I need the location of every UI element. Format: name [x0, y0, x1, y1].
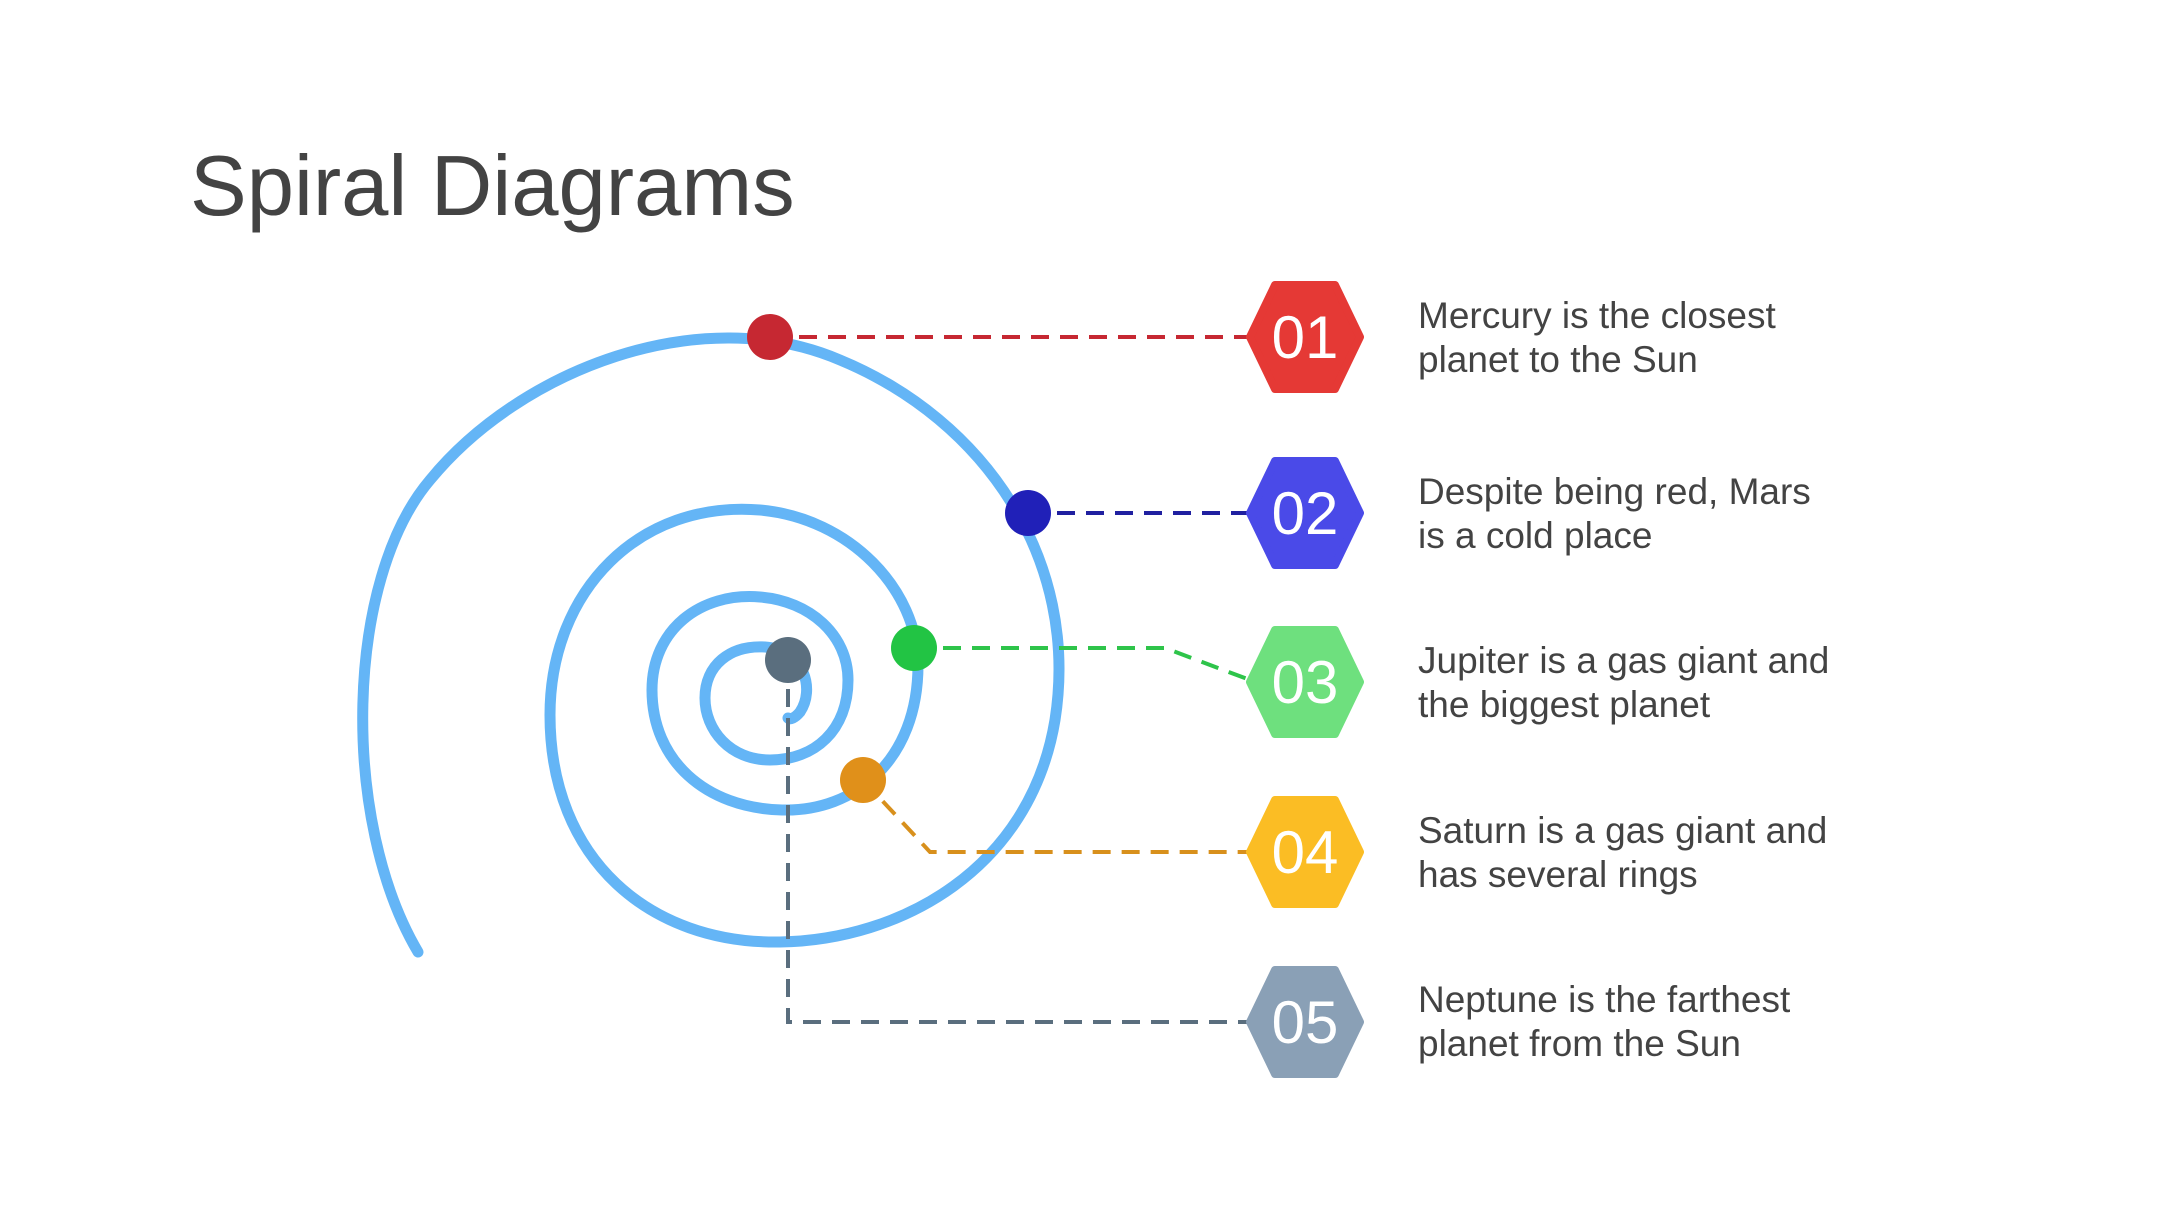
item-description-01: Mercury is the closest planet to the Sun — [1418, 294, 1938, 382]
badge-number-03: 03 — [1272, 649, 1339, 716]
item-text-line-1: Neptune is the farthest — [1418, 979, 1791, 1020]
connector-line-05 — [786, 660, 1250, 1024]
badge-03: 03 — [1246, 626, 1364, 738]
planet-dot-01 — [747, 314, 793, 360]
spiral-path — [357, 332, 1065, 958]
item-text-line-2: planet to the Sun — [1418, 339, 1698, 380]
item-description-02: Despite being red, Mars is a cold place — [1418, 470, 1938, 558]
connector-line-04 — [861, 778, 1250, 854]
badge-number-05: 05 — [1272, 989, 1339, 1056]
badge-04: 04 — [1246, 796, 1364, 908]
item-text-line-2: has several rings — [1418, 854, 1698, 895]
badge-number-01: 01 — [1272, 304, 1339, 371]
badge-02: 02 — [1246, 457, 1364, 569]
item-description-05: Neptune is the farthest planet from the … — [1418, 978, 1938, 1066]
planet-dot-04 — [840, 757, 886, 803]
page-title: Spiral Diagrams — [190, 139, 795, 234]
item-text-line-1: Mercury is the closest — [1418, 295, 1776, 336]
planet-dot-05 — [765, 637, 811, 683]
item-text-line-1: Jupiter is a gas giant and — [1418, 640, 1830, 681]
badge-05: 05 — [1246, 966, 1364, 1078]
badge-number-02: 02 — [1272, 480, 1339, 547]
item-description-04: Saturn is a gas giant and has several ri… — [1418, 809, 1938, 897]
connector-line-03 — [914, 646, 1251, 682]
item-text-line-2: is a cold place — [1418, 515, 1653, 556]
badge-01: 01 — [1246, 281, 1364, 393]
planet-dot-02 — [1005, 490, 1051, 536]
planet-dot-03 — [891, 625, 937, 671]
item-text-line-2: planet from the Sun — [1418, 1023, 1741, 1064]
item-text-line-1: Saturn is a gas giant and — [1418, 810, 1828, 851]
item-description-03: Jupiter is a gas giant and the biggest p… — [1418, 639, 1938, 727]
badge-number-04: 04 — [1272, 819, 1339, 886]
item-text-line-2: the biggest planet — [1418, 684, 1711, 725]
item-text-line-1: Despite being red, Mars — [1418, 471, 1811, 512]
